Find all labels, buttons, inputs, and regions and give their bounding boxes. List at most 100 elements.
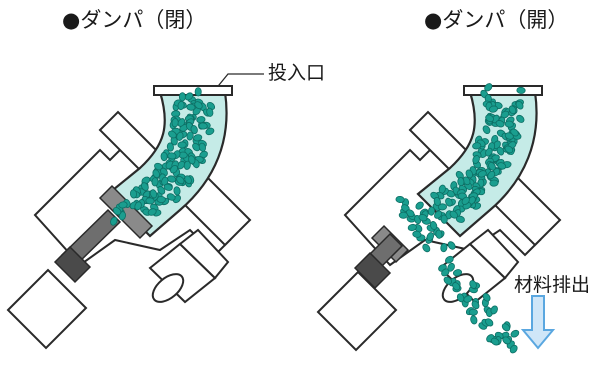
open-outlet-tube-end <box>468 228 520 280</box>
pellet <box>504 145 514 154</box>
pellet <box>435 229 443 239</box>
pellet <box>193 134 203 142</box>
closed-pellet-group <box>110 87 216 226</box>
pellet <box>422 243 431 253</box>
open-motor <box>316 270 398 352</box>
pellet <box>485 114 494 123</box>
pellet <box>194 87 202 97</box>
pellet <box>445 197 453 207</box>
pellet <box>469 280 477 289</box>
pellet <box>157 186 166 195</box>
closed-damper-unit <box>6 85 252 350</box>
pellet <box>510 329 520 338</box>
pellet <box>166 193 176 201</box>
pellet <box>440 243 448 253</box>
pellet <box>184 175 192 185</box>
pellet <box>147 208 157 216</box>
pellet <box>515 100 524 110</box>
pellet <box>167 152 177 160</box>
pellet <box>429 221 438 230</box>
pellet <box>482 125 491 135</box>
open-pellet-group <box>419 83 526 224</box>
inlet-label: 投入口 <box>268 62 326 84</box>
pellet <box>508 105 517 115</box>
pellet <box>488 105 498 113</box>
pellet <box>449 210 459 219</box>
pellet <box>472 155 480 164</box>
open-chute-rim <box>463 85 543 96</box>
pellet <box>504 120 514 128</box>
open-damper-unit <box>316 83 562 354</box>
pellet <box>509 344 518 354</box>
pellet <box>183 160 191 170</box>
closed-chute-rim <box>153 85 233 96</box>
pellet <box>468 308 478 316</box>
pellet <box>166 142 174 152</box>
pellet <box>452 269 463 277</box>
pellet <box>141 176 151 185</box>
pellet <box>457 177 465 187</box>
pellet <box>495 120 505 128</box>
pellet <box>184 92 194 101</box>
pellet <box>205 127 215 136</box>
pellet <box>443 276 452 285</box>
pellet <box>485 147 493 157</box>
pellet <box>497 162 507 170</box>
pellet <box>516 86 526 94</box>
pellet <box>163 183 173 191</box>
pellet <box>488 161 496 171</box>
pellet <box>194 101 203 110</box>
closed-outlet-tube-end <box>178 228 230 280</box>
pellet <box>152 169 160 179</box>
pellet <box>447 262 455 272</box>
closed-damper-plate <box>98 184 154 240</box>
pellet <box>188 155 196 165</box>
pellet <box>447 241 456 250</box>
pellet <box>405 209 415 218</box>
pellet <box>482 293 491 302</box>
pellet <box>395 195 405 204</box>
pellet <box>470 315 478 325</box>
pellet <box>437 203 447 211</box>
pellet <box>501 323 511 332</box>
pellet <box>485 318 494 327</box>
pellet <box>141 182 149 191</box>
closed-title: ●ダンパ（閉） <box>62 8 207 32</box>
pellet <box>440 214 448 224</box>
falling-pellet-group <box>395 195 520 354</box>
closed-disk <box>151 273 185 303</box>
pellet <box>465 169 474 179</box>
pellet <box>161 176 169 186</box>
pellet <box>427 206 436 216</box>
open-title: ●ダンパ（開） <box>424 8 569 32</box>
pellet <box>456 293 465 303</box>
pellet <box>190 125 198 135</box>
pellet <box>118 201 128 209</box>
pellet <box>496 146 505 156</box>
pellet <box>160 151 168 162</box>
pellet <box>112 207 122 216</box>
pellet <box>477 170 487 178</box>
pellet <box>198 122 208 130</box>
pellet <box>487 170 496 180</box>
pellet <box>445 255 454 264</box>
pellet <box>176 131 184 141</box>
pellet <box>151 177 159 187</box>
pellet <box>149 189 158 199</box>
pellet <box>502 336 511 345</box>
discharge-label: 材料排出 <box>514 274 591 296</box>
discharge-arrow <box>520 295 556 350</box>
pellet <box>170 164 178 174</box>
pellet <box>177 118 186 127</box>
pellet <box>490 337 500 346</box>
pellet <box>490 305 498 315</box>
pellet <box>129 189 138 199</box>
pellet <box>471 300 480 310</box>
pellet <box>407 223 417 232</box>
pellet <box>412 230 422 238</box>
pellet <box>516 114 525 123</box>
pellet <box>192 142 201 152</box>
pellet <box>452 282 461 291</box>
